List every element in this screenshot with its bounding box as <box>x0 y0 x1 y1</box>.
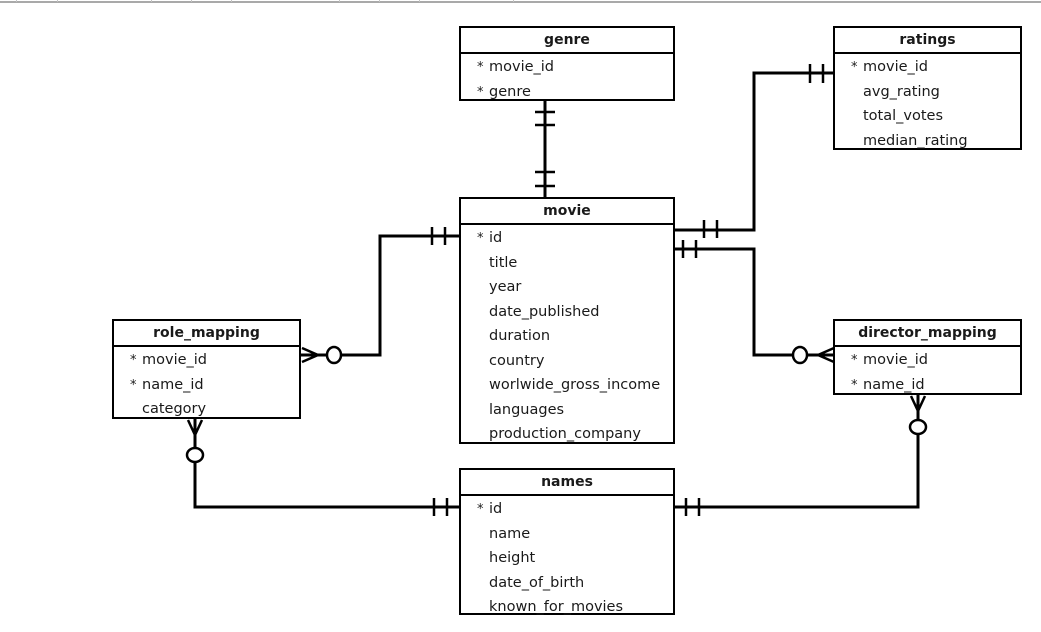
entity-title: ratings <box>835 28 1020 54</box>
column-divider <box>419 0 420 2</box>
entity-field: * movie_id <box>114 348 299 373</box>
field-name: height <box>489 550 536 566</box>
entity-field: * genre <box>461 80 673 105</box>
entity-genre[interactable]: genre * movie_id * genre <box>459 26 675 101</box>
primary-key-marker: * <box>851 353 858 368</box>
entity-field: date_published <box>461 300 673 325</box>
entity-field: height <box>461 546 673 571</box>
entity-field: * id <box>461 497 673 522</box>
entity-title: names <box>461 470 673 496</box>
entity-field: category <box>114 397 299 422</box>
column-divider <box>379 0 380 2</box>
entity-field: known_for_movies <box>461 595 673 620</box>
entity-field: median_rating <box>835 129 1020 154</box>
entity-field: * movie_id <box>835 55 1020 80</box>
field-name: name_id <box>863 376 925 393</box>
column-divider <box>57 0 58 2</box>
entity-ratings[interactable]: ratings * movie_id avg_rating total_votes… <box>833 26 1022 150</box>
entity-names[interactable]: names * id name height date_of_birth know… <box>459 468 675 615</box>
field-name: movie_id <box>863 352 929 368</box>
field-name: id <box>489 501 503 517</box>
entity-field: production_company <box>461 422 673 447</box>
relationship-names-director-mapping <box>675 395 928 516</box>
entity-movie[interactable]: movie * id title year date_published dura… <box>459 197 675 444</box>
field-name: country <box>489 352 545 369</box>
primary-key-marker: * <box>477 502 484 517</box>
column-divider <box>151 0 152 2</box>
entity-field: date_of_birth <box>461 571 673 596</box>
field-name: known_for_movies <box>489 599 624 615</box>
primary-key-marker: * <box>477 60 484 75</box>
field-name: movie_id <box>489 59 555 75</box>
primary-key-marker: * <box>477 84 484 100</box>
entity-role-mapping[interactable]: role_mapping * movie_id * name_id category <box>112 319 301 419</box>
entity-field: worlwide_gross_income <box>461 373 673 398</box>
entity-field: * name_id <box>835 373 1020 398</box>
relationship-movie-role-mapping <box>301 227 459 365</box>
field-name: year <box>489 279 522 295</box>
entity-field: languages <box>461 398 673 423</box>
field-name: median_rating <box>863 132 968 149</box>
field-name: movie_id <box>863 59 929 75</box>
primary-key-marker: * <box>130 377 137 393</box>
column-divider <box>16 0 17 2</box>
entity-field: * movie_id <box>835 348 1020 373</box>
primary-key-marker: * <box>130 353 137 368</box>
entity-field: * movie_id <box>461 55 673 80</box>
column-divider <box>339 0 340 2</box>
entity-field: duration <box>461 324 673 349</box>
entity-title: director_mapping <box>835 321 1020 347</box>
field-name: movie_id <box>142 352 208 368</box>
field-name: date_of_birth <box>489 574 585 591</box>
field-name: name <box>489 525 531 542</box>
primary-key-marker: * <box>477 231 484 246</box>
field-name: languages <box>489 401 565 418</box>
field-name: title <box>489 254 518 271</box>
field-name: duration <box>489 328 551 344</box>
entity-title: movie <box>461 199 673 225</box>
entity-field: year <box>461 275 673 300</box>
relationship-movie-director-mapping <box>675 240 835 365</box>
entity-director-mapping[interactable]: director_mapping * movie_id * name_id <box>833 319 1022 395</box>
entity-title: role_mapping <box>114 321 299 347</box>
relationship-names-role-mapping <box>185 419 459 516</box>
field-name: worlwide_gross_income <box>489 377 661 393</box>
entity-title: genre <box>461 28 673 54</box>
field-name: genre <box>489 83 531 100</box>
entity-field: title <box>461 251 673 276</box>
field-name: avg_rating <box>863 83 940 100</box>
column-divider <box>513 0 514 2</box>
entity-field: total_votes <box>835 104 1020 129</box>
primary-key-marker: * <box>851 60 858 75</box>
entity-field: * id <box>461 226 673 251</box>
field-name: date_published <box>489 303 600 320</box>
field-name: name_id <box>142 376 204 393</box>
entity-field: country <box>461 349 673 374</box>
field-name: id <box>489 230 503 246</box>
entity-field: avg_rating <box>835 80 1020 105</box>
relationship-genre-movie <box>535 100 555 197</box>
field-name: production_company <box>489 426 641 442</box>
relationship-movie-ratings <box>675 64 834 238</box>
entity-field: * name_id <box>114 373 299 398</box>
column-divider <box>231 0 232 2</box>
spreadsheet-top-border <box>0 0 1041 3</box>
field-name: category <box>142 401 207 417</box>
primary-key-marker: * <box>851 377 858 393</box>
entity-field: name <box>461 522 673 547</box>
column-divider <box>191 0 192 2</box>
field-name: total_votes <box>863 108 944 124</box>
